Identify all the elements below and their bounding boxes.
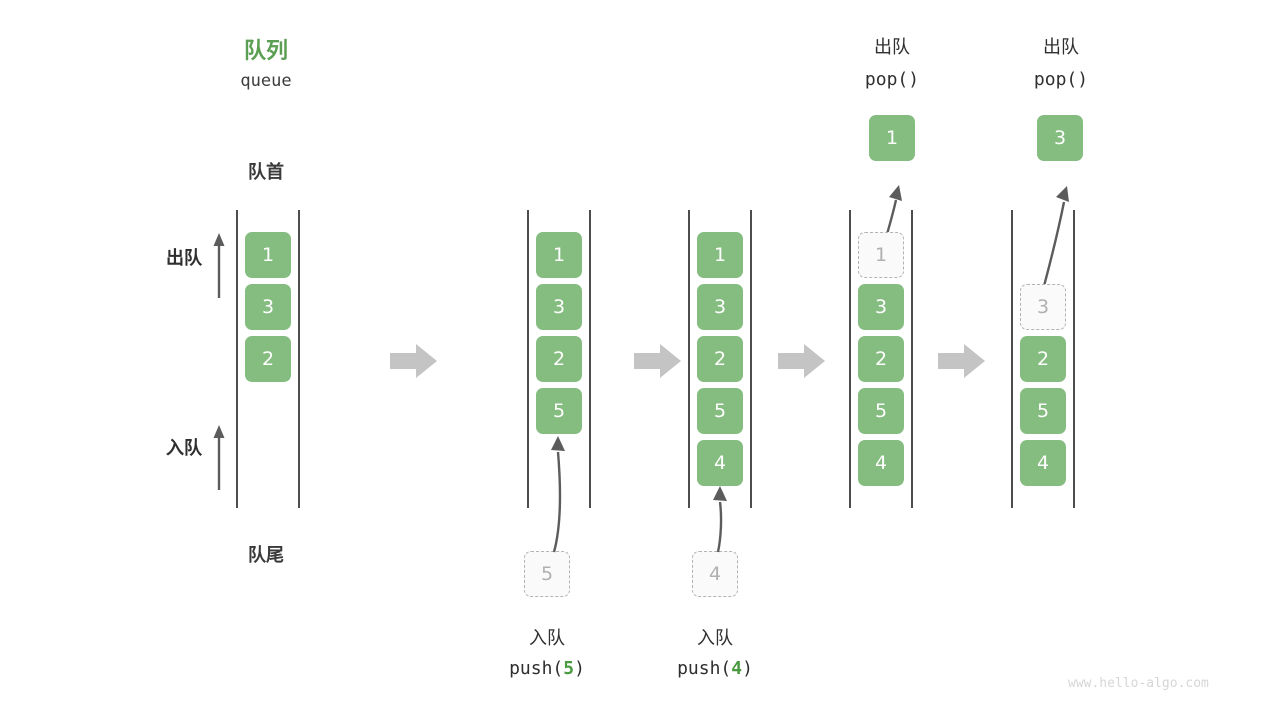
queue-cell: 1 bbox=[536, 232, 582, 278]
step-arrow-icon bbox=[634, 344, 681, 378]
queue-rail-left bbox=[1011, 210, 1013, 508]
queue-cell-removed: 3 bbox=[1020, 284, 1066, 330]
queue-cell: 5 bbox=[697, 388, 743, 434]
queue-column-after-push-4: 1 3 2 5 4 bbox=[688, 210, 752, 508]
step-arrow-icon bbox=[938, 344, 985, 378]
diagram-title-en: queue bbox=[240, 71, 292, 91]
queue-cell: 1 bbox=[697, 232, 743, 278]
incoming-ghost-cell: 5 bbox=[524, 551, 570, 597]
queue-cell: 5 bbox=[858, 388, 904, 434]
popped-cell: 1 bbox=[869, 115, 915, 161]
queue-cell: 3 bbox=[697, 284, 743, 330]
queue-tail-label: 队尾 bbox=[248, 545, 284, 566]
queue-cell-new: 4 bbox=[697, 440, 743, 486]
queue-cell: 2 bbox=[245, 336, 291, 382]
push-code-arg: 4 bbox=[731, 658, 743, 679]
queue-cell-new: 5 bbox=[536, 388, 582, 434]
dequeue-direction-label: 出队 bbox=[166, 248, 202, 269]
push-label-code: push(4) bbox=[655, 658, 775, 679]
diagram-title-cn: 队列 bbox=[243, 39, 288, 64]
pop-label-cn: 出队 bbox=[1043, 37, 1079, 58]
queue-rail-right bbox=[911, 210, 913, 508]
queue-rail-left bbox=[849, 210, 851, 508]
queue-cell: 2 bbox=[536, 336, 582, 382]
step-arrow-icon bbox=[778, 344, 825, 378]
queue-rail-right bbox=[589, 210, 591, 508]
queue-cell: 1 bbox=[245, 232, 291, 278]
popped-cell: 3 bbox=[1037, 115, 1083, 161]
pop-label-code: pop() bbox=[864, 69, 920, 90]
push-label-cn: 入队 bbox=[529, 628, 565, 649]
push-arrow-icon bbox=[713, 486, 727, 553]
queue-cell: 2 bbox=[697, 336, 743, 382]
queue-column-initial: 1 3 2 bbox=[236, 210, 300, 508]
incoming-ghost-cell: 4 bbox=[692, 551, 738, 597]
push-code-prefix: push( bbox=[509, 658, 564, 679]
queue-column-after-pop-1: 1 3 2 5 4 bbox=[849, 210, 913, 508]
queue-cell-removed: 1 bbox=[858, 232, 904, 278]
push-label-code: push(5) bbox=[487, 658, 607, 679]
queue-rail-left bbox=[688, 210, 690, 508]
push-arrow-icon bbox=[551, 436, 565, 553]
queue-rail-left bbox=[527, 210, 529, 508]
watermark: www.hello-algo.com bbox=[1068, 676, 1209, 691]
step-arrow-icon bbox=[390, 344, 437, 378]
queue-rail-right bbox=[750, 210, 752, 508]
queue-rail-right bbox=[298, 210, 300, 508]
queue-column-after-pop-3: 3 2 5 4 bbox=[1011, 210, 1075, 508]
queue-rail-right bbox=[1073, 210, 1075, 508]
enqueue-direction-arrow-icon bbox=[213, 425, 225, 490]
queue-cell: 5 bbox=[1020, 388, 1066, 434]
queue-column-after-push-5: 1 3 2 5 bbox=[527, 210, 591, 508]
pop-label-code: pop() bbox=[1033, 69, 1089, 90]
queue-cell: 3 bbox=[858, 284, 904, 330]
queue-head-label: 队首 bbox=[248, 162, 284, 183]
queue-cell: 3 bbox=[245, 284, 291, 330]
dequeue-direction-arrow-icon bbox=[213, 233, 225, 298]
queue-cell: 2 bbox=[858, 336, 904, 382]
queue-rail-left bbox=[236, 210, 238, 508]
pop-label-cn: 出队 bbox=[874, 37, 910, 58]
push-code-arg: 5 bbox=[563, 658, 575, 679]
push-code-suffix: ) bbox=[742, 658, 753, 679]
queue-cell: 4 bbox=[858, 440, 904, 486]
push-code-prefix: push( bbox=[677, 658, 732, 679]
enqueue-direction-label: 入队 bbox=[166, 438, 202, 459]
queue-cell: 4 bbox=[1020, 440, 1066, 486]
push-code-suffix: ) bbox=[574, 658, 585, 679]
push-label-cn: 入队 bbox=[697, 628, 733, 649]
queue-cell: 2 bbox=[1020, 336, 1066, 382]
queue-cell: 3 bbox=[536, 284, 582, 330]
